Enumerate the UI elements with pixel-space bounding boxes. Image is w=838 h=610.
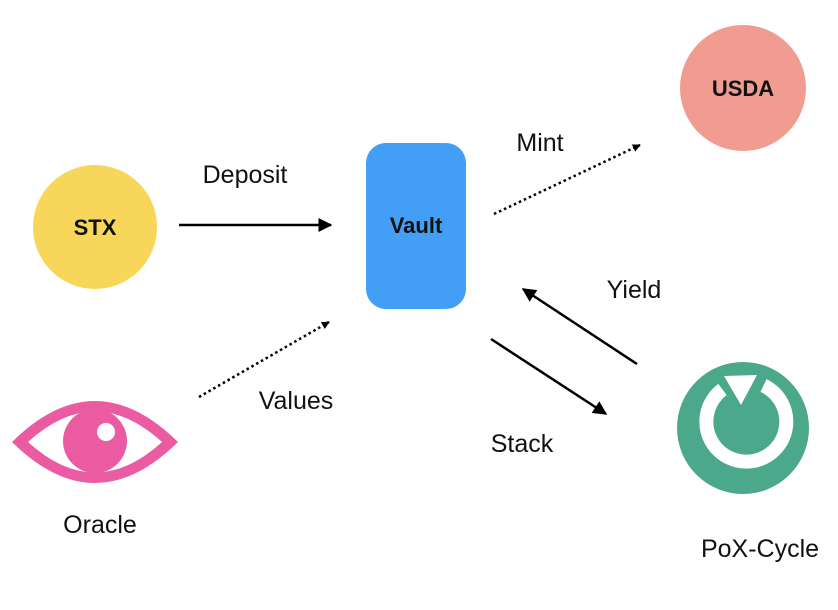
deposit-edge: Deposit — [179, 161, 333, 232]
stx-node: STX — [33, 165, 157, 289]
mint-label: Mint — [516, 129, 563, 157]
pox-node: PoX-Cycle — [677, 362, 819, 563]
eye-icon — [12, 401, 178, 483]
oracle-node: Oracle — [12, 401, 178, 539]
refresh-icon — [677, 362, 809, 494]
usda-circle — [680, 25, 806, 151]
values-label: Values — [259, 387, 334, 415]
stack-edge: Stack — [490, 337, 608, 458]
stack-arrow — [490, 337, 608, 416]
vault-node: Vault — [366, 143, 466, 309]
mint-edge: Mint — [493, 129, 641, 216]
stx-label: STX — [74, 215, 117, 240]
yield-edge: Yield — [521, 276, 662, 366]
pox-label: PoX-Cycle — [701, 535, 819, 563]
usda-label: USDA — [712, 76, 774, 101]
oracle-label: Oracle — [63, 511, 137, 539]
deposit-label: Deposit — [203, 161, 288, 189]
stx-circle — [33, 165, 157, 289]
usda-node: USDA — [680, 25, 806, 151]
yield-arrow — [521, 287, 638, 366]
vault-label: Vault — [390, 213, 443, 238]
values-edge: Values — [198, 320, 334, 415]
stack-label: Stack — [491, 430, 554, 458]
values-arrow — [198, 320, 330, 399]
vault-box — [366, 143, 466, 309]
yield-label: Yield — [607, 276, 662, 304]
